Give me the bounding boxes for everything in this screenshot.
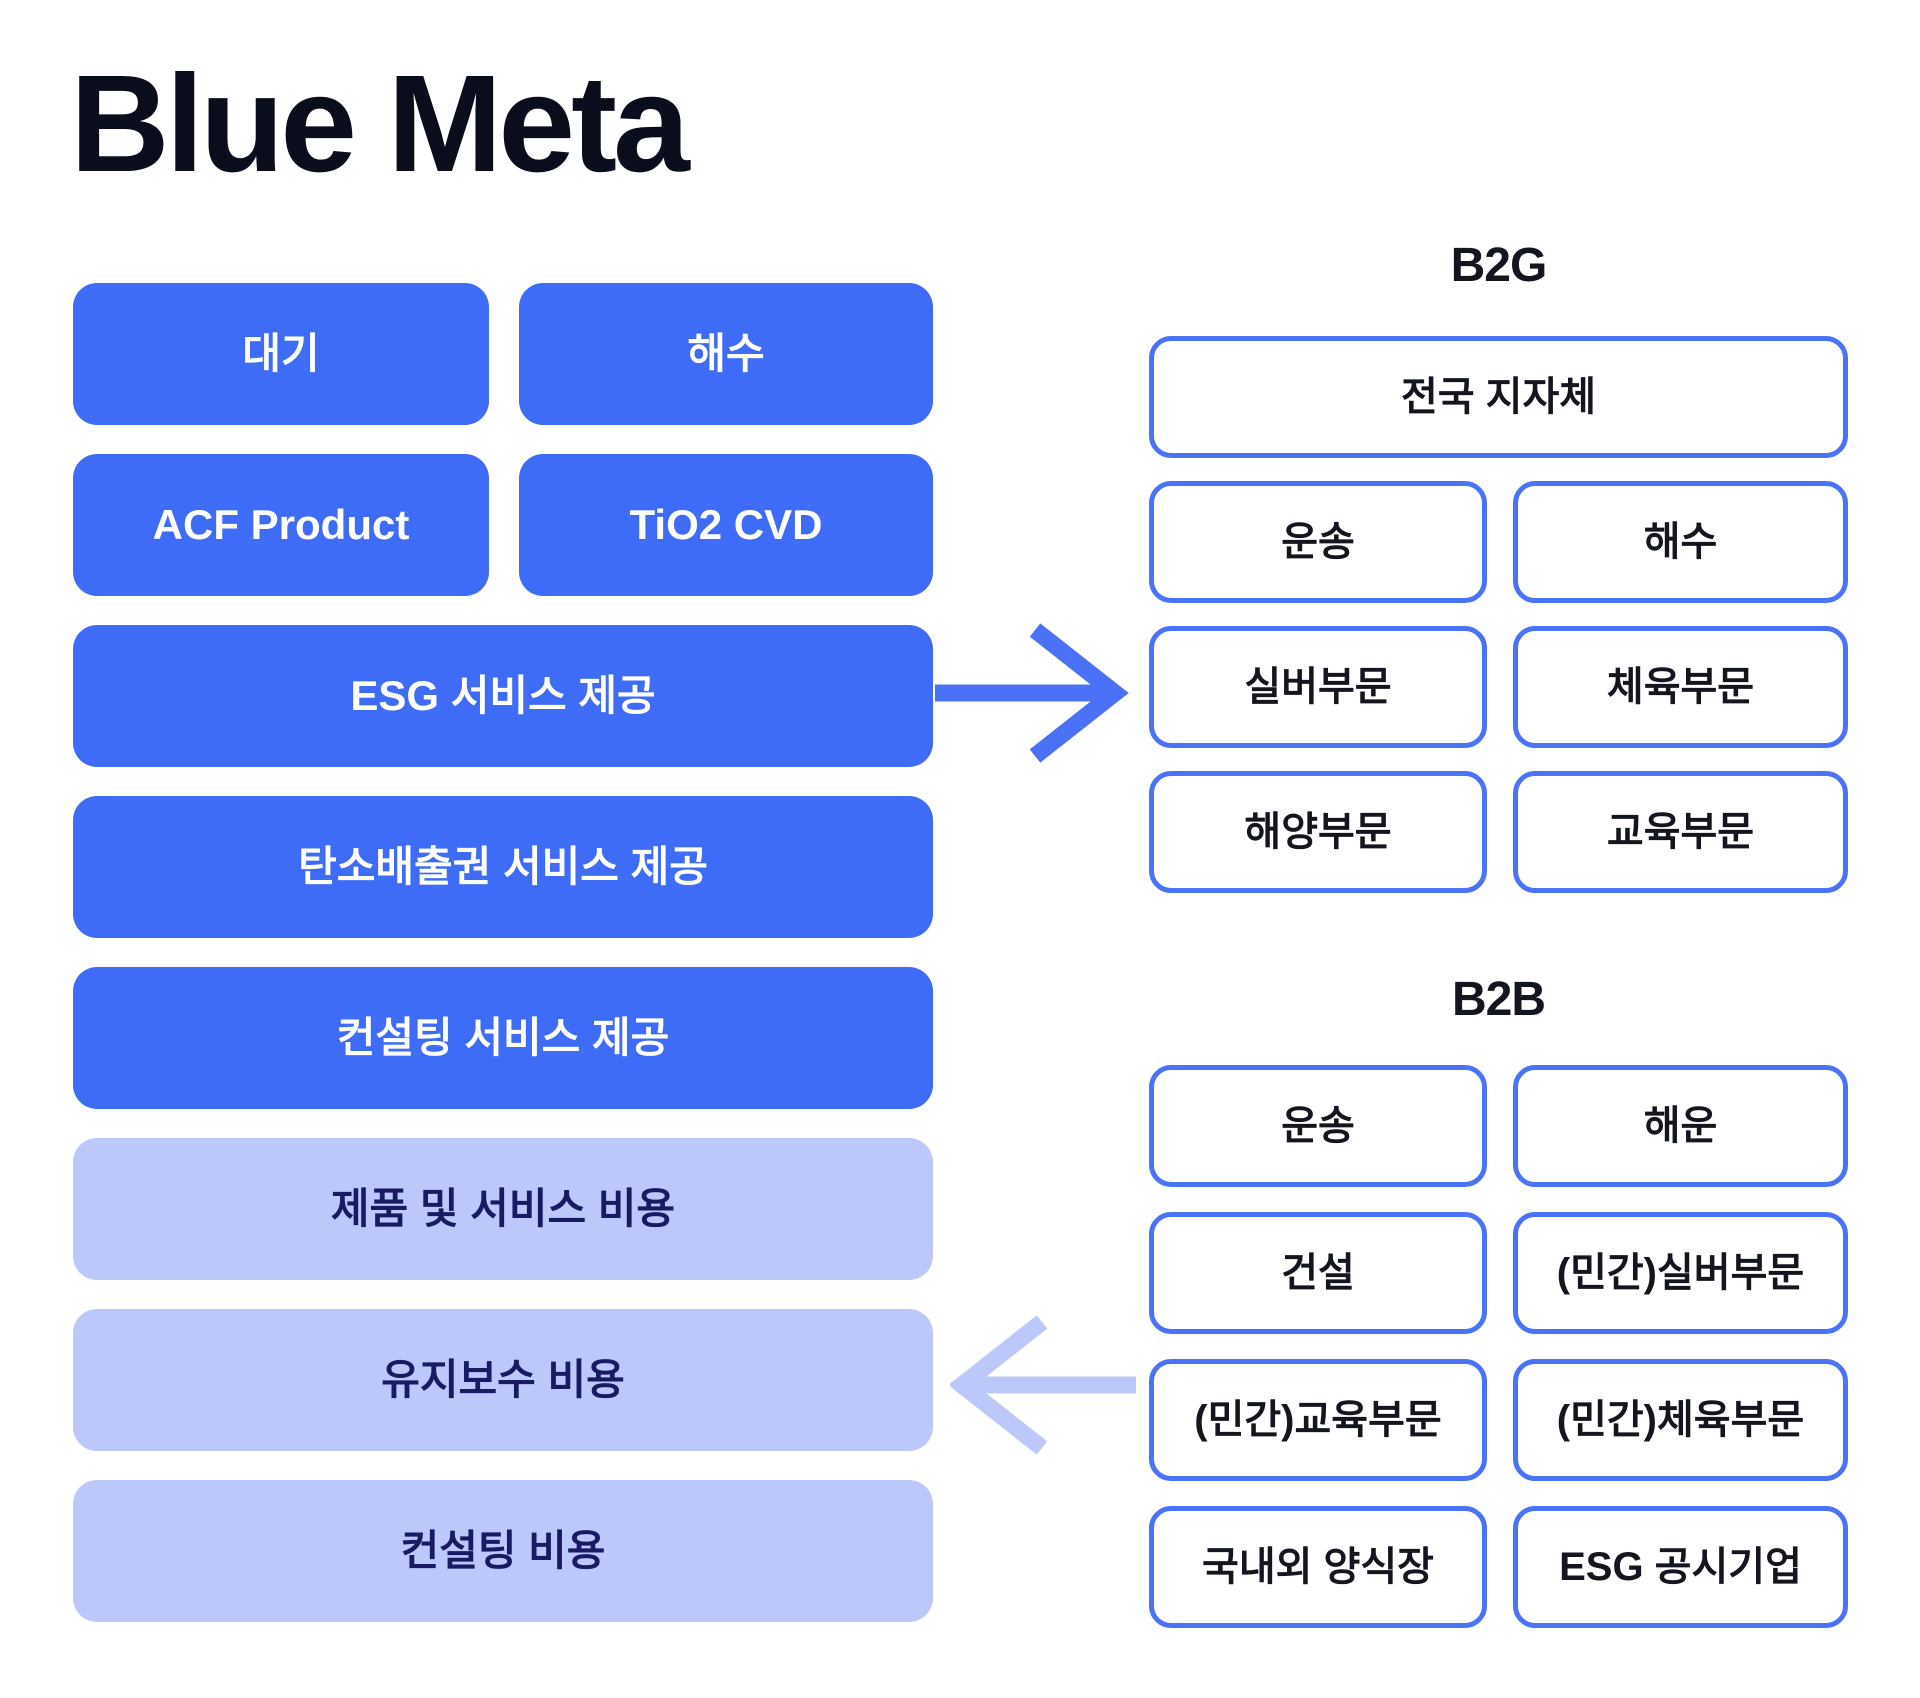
box-acf-product: ACF Product <box>73 454 489 596</box>
box-b2b-construction: 건설 <box>1149 1212 1487 1334</box>
box-atmosphere: 대기 <box>73 283 489 425</box>
box-b2g-sports-sector: 체육부문 <box>1513 626 1848 748</box>
box-b2b-shipping: 해운 <box>1513 1065 1848 1187</box>
left-arrow-icon <box>950 1315 1136 1455</box>
box-b2g-silver-sector: 실버부문 <box>1149 626 1487 748</box>
logo: Blue Meta <box>70 47 690 201</box>
b2b-heading: B2B <box>1451 973 1546 1026</box>
box-b2g-transport: 운송 <box>1149 481 1487 603</box>
box-b2b-private-sports-sector: (민간)체육부문 <box>1513 1359 1848 1481</box>
box-b2g-education-sector: 교육부문 <box>1513 771 1848 893</box>
box-maintenance-cost: 유지보수 비용 <box>73 1309 933 1451</box>
box-tio2-cvd: TiO2 CVD <box>519 454 933 596</box>
b2g-heading: B2G <box>1450 239 1548 292</box>
box-b2g-seawater: 해수 <box>1513 481 1848 603</box>
box-b2g-marine-sector: 해양부문 <box>1149 771 1487 893</box>
box-seawater: 해수 <box>519 283 933 425</box>
box-b2b-aquafarms: 국내외 양식장 <box>1149 1506 1487 1628</box>
box-b2b-private-silver-sector: (민간)실버부문 <box>1513 1212 1848 1334</box>
box-b2b-transport: 운송 <box>1149 1065 1487 1187</box>
box-consulting-cost: 컨설팅 비용 <box>73 1480 933 1622</box>
box-local-governments: 전국 지자체 <box>1149 336 1848 458</box>
right-arrow-icon <box>935 623 1129 763</box>
box-consulting-service: 컨설팅 서비스 제공 <box>73 967 933 1109</box>
box-esg-service: ESG 서비스 제공 <box>73 625 933 767</box>
box-carbon-credit-service: 탄소배출권 서비스 제공 <box>73 796 933 938</box>
box-b2b-esg-disclosure-companies: ESG 공시기업 <box>1513 1506 1848 1628</box>
box-b2b-private-education-sector: (민간)교육부문 <box>1149 1359 1487 1481</box>
box-product-service-cost: 제품 및 서비스 비용 <box>73 1138 933 1280</box>
